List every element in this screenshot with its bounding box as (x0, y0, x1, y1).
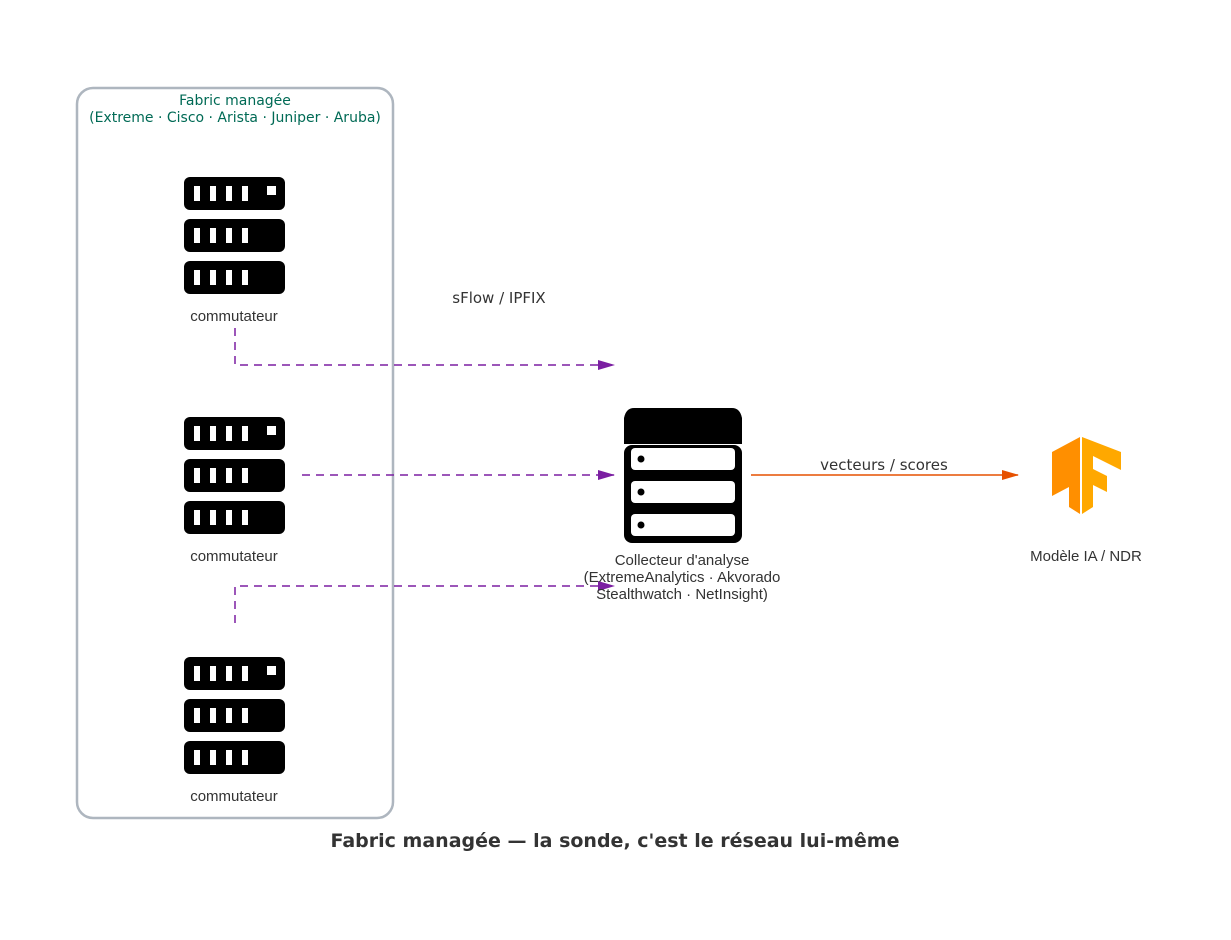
collector-label-line-3: Stealthwatch · NetInsight) (596, 586, 768, 603)
cluster-title-line-1: Fabric managée (179, 93, 291, 109)
flow-edge-switch-1 (234, 328, 615, 370)
fabric-cluster-box (75, 86, 395, 820)
cluster-title-line-2: (Extreme · Cisco · Arista · Juniper · Ar… (89, 110, 381, 126)
switch-2-icon (184, 417, 285, 534)
model-label: Modèle IA / NDR (1030, 548, 1142, 565)
switch-1-label: commutateur (190, 308, 278, 325)
flow-edge-label: sFlow / IPFIX (452, 289, 546, 307)
switch-3-label: commutateur (190, 788, 278, 805)
switch-3-icon (184, 657, 285, 774)
diagram-title: Fabric managée — la sonde, c'est le rése… (330, 830, 900, 852)
collector-server-icon (624, 408, 742, 543)
switch-2-label: commutateur (190, 548, 278, 565)
tensorflow-icon (1052, 437, 1121, 514)
vector-edge-label: vecteurs / scores (820, 456, 948, 474)
collector-label-line-1: Collecteur d'analyse (614, 552, 750, 569)
collector-label-line-2: (ExtremeAnalytics · Akvorado (583, 569, 781, 586)
cluster-title: Fabric managée (Extreme · Cisco · Arista… (60, 93, 410, 127)
collector-label: Collecteur d'analyse (ExtremeAnalytics ·… (532, 552, 832, 603)
switch-1-icon (184, 177, 285, 294)
